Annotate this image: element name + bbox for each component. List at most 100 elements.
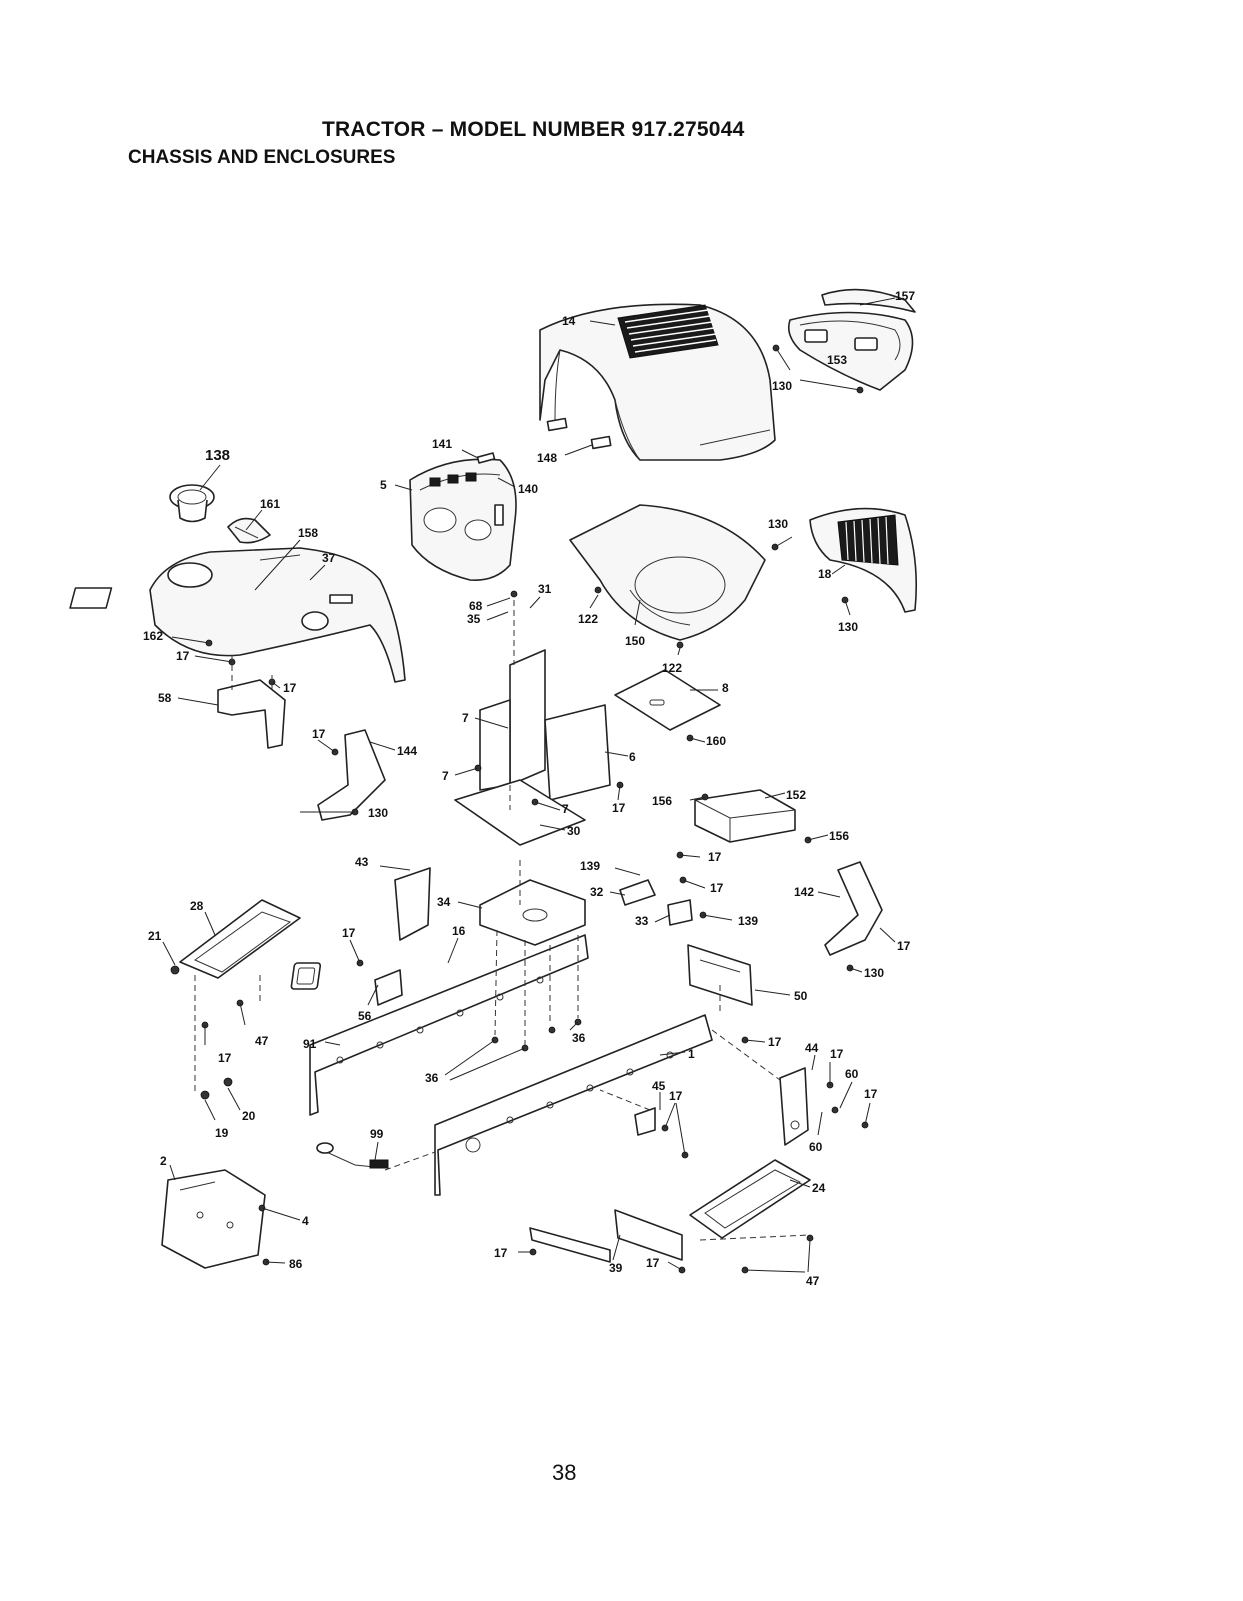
page-number: 38 (552, 1460, 577, 1485)
callout-99: 99 (370, 1127, 384, 1141)
callout-17: 17 (708, 850, 722, 864)
part-seat-pan (569, 504, 766, 641)
callout-17: 17 (669, 1089, 683, 1103)
callout-2: 2 (160, 1154, 167, 1168)
callout-17: 17 (312, 727, 326, 741)
part-33-bracket (667, 899, 693, 926)
callout-8: 8 (722, 681, 729, 695)
callout-17: 17 (494, 1246, 508, 1260)
callout-17: 17 (830, 1047, 844, 1061)
callout-36: 36 (572, 1031, 586, 1045)
callout-17: 17 (897, 939, 911, 953)
callout-21: 21 (148, 929, 162, 943)
callout-45: 45 (652, 1079, 666, 1093)
part-99-lever (316, 1142, 389, 1169)
assembly-lines (194, 600, 811, 1241)
callout-18: 18 (818, 567, 832, 581)
callout-43: 43 (355, 855, 369, 869)
callout-86: 86 (289, 1257, 303, 1271)
callout-20: 20 (242, 1109, 256, 1123)
callout-138: 138 (205, 447, 230, 464)
callout-130: 130 (772, 379, 792, 393)
callout-36: 36 (425, 1071, 439, 1085)
callout-156: 156 (829, 829, 849, 843)
part-161 (227, 517, 271, 544)
callout-130: 130 (864, 966, 884, 980)
callout-17: 17 (283, 681, 297, 695)
callout-130: 130 (838, 620, 858, 634)
part-fender (69, 547, 406, 683)
callout-44: 44 (805, 1041, 819, 1055)
callout-130: 130 (368, 806, 388, 820)
callout-91: 91 (303, 1037, 317, 1051)
callout-39: 39 (609, 1261, 623, 1275)
callout-58: 58 (158, 691, 172, 705)
callout-130: 130 (768, 517, 788, 531)
part-43-plate (394, 867, 431, 941)
callout-17: 17 (176, 649, 190, 663)
callout-158: 158 (298, 526, 318, 540)
part-left-footrest (179, 899, 301, 979)
callout-161: 161 (260, 497, 280, 511)
callout-17: 17 (218, 1051, 232, 1065)
callout-162: 162 (143, 629, 163, 643)
part-144-bracket (317, 729, 386, 821)
callout-17: 17 (612, 801, 626, 815)
part-headlight-assembly (787, 288, 916, 391)
callout-19: 19 (215, 1126, 229, 1140)
part-142-bracket (824, 861, 883, 956)
part-right-frame-rail (434, 1014, 713, 1196)
callout-5: 5 (380, 478, 387, 492)
part-45-bracket (634, 1107, 656, 1136)
fasteners (170, 344, 869, 1274)
callout-141: 141 (432, 437, 452, 451)
callout-32: 32 (590, 885, 604, 899)
callout-14: 14 (562, 314, 576, 328)
callout-60: 60 (809, 1140, 823, 1154)
callout-17: 17 (342, 926, 356, 940)
callout-34: 34 (437, 895, 451, 909)
callout-142: 142 (794, 885, 814, 899)
leader-lines (162, 297, 896, 1273)
callout-1: 1 (688, 1047, 695, 1061)
part-2-plate (161, 1169, 266, 1269)
callout-122: 122 (662, 661, 682, 675)
callout-35: 35 (467, 612, 481, 626)
part-8-plate (614, 669, 721, 731)
callout-60: 60 (845, 1067, 859, 1081)
callout-47: 47 (255, 1034, 269, 1048)
part-39-bracket (529, 1209, 683, 1263)
part-grille (809, 507, 917, 613)
callout-122: 122 (578, 612, 598, 626)
callout-17: 17 (864, 1087, 878, 1101)
callout-156: 156 (652, 794, 672, 808)
callout-50: 50 (794, 989, 808, 1003)
callout-160: 160 (706, 734, 726, 748)
callout-30: 30 (567, 824, 581, 838)
callout-68: 68 (469, 599, 483, 613)
callout-150: 150 (625, 634, 645, 648)
callout-17: 17 (646, 1256, 660, 1270)
callout-4: 4 (302, 1214, 309, 1228)
part-32-bracket (619, 879, 656, 906)
callout-17: 17 (710, 881, 724, 895)
callout-144: 144 (397, 744, 417, 758)
part-console-plates (454, 649, 611, 846)
callout-labels: 14 157 153 130 141 148 140 5 138 161 158… (143, 289, 915, 1288)
page-title: TRACTOR – MODEL NUMBER 917.275044 (322, 118, 745, 141)
callout-139: 139 (580, 859, 600, 873)
part-16-grommet (290, 962, 322, 990)
part-34-plate (479, 879, 586, 946)
part-44-bracket (779, 1067, 809, 1146)
callout-7: 7 (562, 802, 569, 816)
callout-140: 140 (518, 482, 538, 496)
callout-47: 47 (806, 1274, 820, 1288)
callout-17: 17 (768, 1035, 782, 1049)
callout-16: 16 (452, 924, 466, 938)
part-fuel-cap (169, 484, 215, 523)
callout-148: 148 (537, 451, 557, 465)
callout-6: 6 (629, 750, 636, 764)
callout-33: 33 (635, 914, 649, 928)
part-battery (694, 789, 796, 843)
